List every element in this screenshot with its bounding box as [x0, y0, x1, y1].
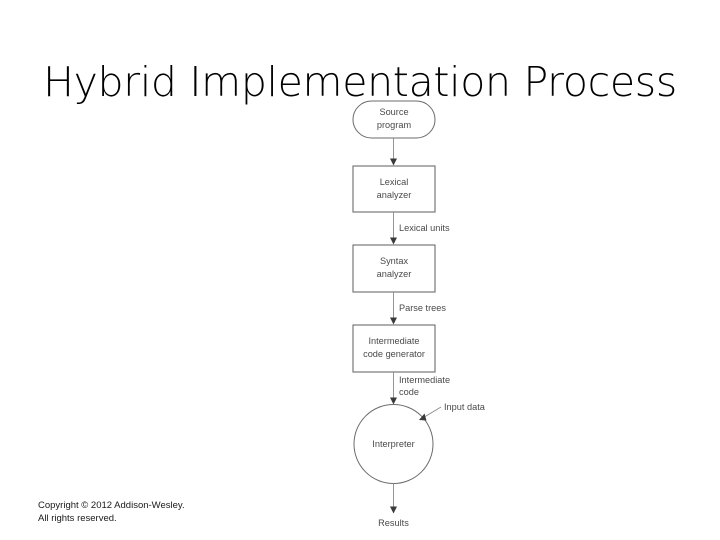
copyright-line-2: All rights reserved.	[38, 512, 117, 524]
connector-input-data: Input data	[419, 402, 486, 421]
connector-source-to-lexical	[390, 138, 397, 166]
node-syntax-analyzer-line-1: Syntax	[380, 256, 408, 266]
copyright-line-1: Copyright © 2012 Addison-Wesley.	[38, 500, 185, 511]
node-interpreter: Interpreter	[353, 404, 434, 484]
edge-label-parse-trees: Parse trees	[399, 303, 446, 313]
edge-label-input-data: Input data	[444, 402, 486, 412]
edge-label-lexical-units: Lexical units	[399, 223, 450, 233]
connector-icg-to-interpreter: Intermediate code	[390, 372, 450, 405]
node-intermediate-code-generator-line-2: code generator	[363, 349, 425, 359]
edge-label-intermediate-code-line-2: code	[399, 387, 419, 397]
node-source-program-line-2: program	[377, 120, 412, 130]
node-lexical-analyzer-line-2: analyzer	[377, 190, 412, 200]
node-lexical-analyzer: Lexical analyzer	[352, 165, 436, 213]
connector-lexical-to-syntax: Lexical units	[390, 212, 450, 245]
node-interpreter-label: Interpreter	[372, 439, 414, 449]
node-results-label: Results	[378, 518, 409, 528]
node-source-program: Source program	[352, 100, 436, 139]
edge-label-intermediate-code-line-1: Intermediate	[399, 375, 450, 385]
copyright-notice: Copyright © 2012 Addison-Wesley. All rig…	[38, 500, 185, 525]
node-syntax-analyzer-line-2: analyzer	[377, 269, 412, 279]
node-syntax-analyzer: Syntax analyzer	[352, 244, 436, 293]
page-title: Hybrid Implementation Process	[43, 58, 677, 106]
node-intermediate-code-generator-line-1: Intermediate	[368, 336, 419, 346]
connector-syntax-to-icg: Parse trees	[390, 292, 446, 325]
node-intermediate-code-generator: Intermediate code generator	[352, 324, 436, 373]
node-results: Results	[378, 518, 409, 528]
node-lexical-analyzer-line-1: Lexical	[380, 177, 409, 187]
node-source-program-line-1: Source	[379, 107, 408, 117]
connector-interpreter-to-results	[390, 483, 397, 514]
